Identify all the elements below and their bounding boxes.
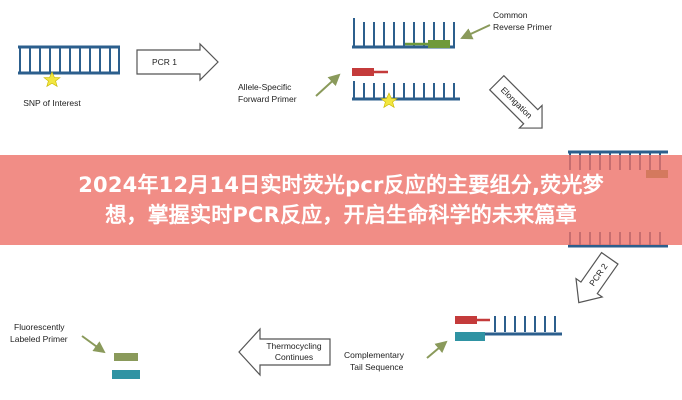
common-reverse-pointer — [460, 24, 491, 40]
snp-star-icon-2 — [380, 92, 398, 109]
thermocycling-label-line1: Thermocycling — [266, 341, 322, 351]
fluorescent-primer-pointer — [81, 335, 106, 354]
dna-ladder-bottom-right — [455, 316, 562, 341]
allele-specific-pointer — [315, 73, 341, 97]
snp-star-icon — [43, 71, 61, 88]
common-reverse-primer — [405, 40, 450, 48]
pcr1-label: PCR 1 — [152, 57, 177, 67]
banner-title-line2: 想，掌握实时PCR反应，开启生命科学的未来篇章 — [105, 203, 577, 227]
common-reverse-label-line2: Reverse Primer — [493, 22, 552, 32]
thermocycling-arrow — [238, 327, 331, 377]
allele-specific-forward-primer — [352, 68, 388, 76]
complementary-tail-pointer — [426, 340, 448, 359]
thermocycling-label-line2: Continues — [275, 352, 313, 362]
snp-of-interest-label: SNP of Interest — [23, 98, 81, 108]
complementary-tail-label-line2: Tail Sequence — [350, 362, 404, 372]
dna-ladder-top-right-lower — [352, 81, 460, 101]
allele-specific-label-line1: Allele-Specific — [238, 82, 292, 92]
complementary-tail-label-line1: Complementary — [344, 350, 405, 360]
fluorescent-label-line1: Fluorescently — [14, 322, 65, 332]
pcr2-arrow: PCR 2 — [575, 251, 619, 304]
pcr1-arrow — [136, 42, 219, 82]
fluorescent-label-line2: Labeled Primer — [10, 334, 68, 344]
common-reverse-label-line1: Common — [493, 10, 528, 20]
title-banner: 2024年12月14日实时荧光pcr反应的主要组分,荧光梦 想，掌握实时PCR反… — [0, 155, 682, 245]
banner-title-line1: 2024年12月14日实时荧光pcr反应的主要组分,荧光梦 — [78, 173, 604, 197]
allele-specific-label-line2: Forward Primer — [238, 94, 297, 104]
dna-ladder-top-left — [18, 45, 120, 75]
fluorescent-labeled-primer — [112, 353, 140, 379]
elongation-arrow: Elongation — [488, 74, 543, 129]
